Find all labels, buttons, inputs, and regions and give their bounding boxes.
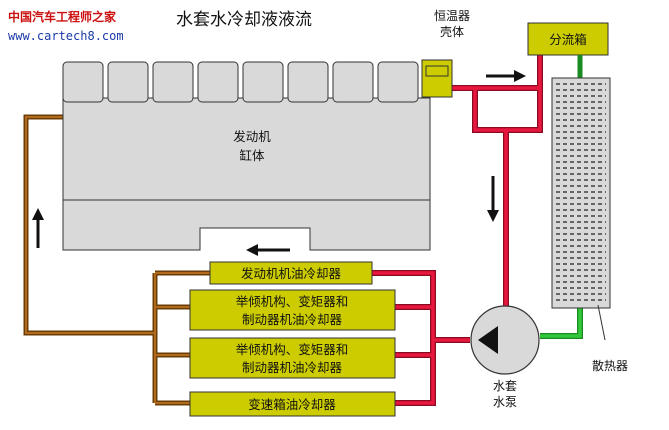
- cooler-2: 举倾机构、变矩器和 制动器机油冷却器: [189, 289, 396, 331]
- radiator: 散热器: [551, 77, 628, 373]
- flow-arrow-up: [32, 208, 44, 248]
- logo-url: www.cartech8.com: [8, 29, 124, 43]
- logo-text: 中国汽车工程师之家: [8, 9, 117, 24]
- return-pipe-inner: [25, 116, 210, 404]
- cool-pipe-inner: [540, 307, 582, 338]
- flow-arrow-left: [246, 244, 290, 256]
- diagram-title: 水套水冷却液液流: [176, 10, 312, 30]
- pump-label-line1: 水套: [493, 379, 517, 393]
- hot-pipes-inner: [372, 50, 542, 405]
- cooler-3-line1: 举倾机构、变矩器和: [236, 342, 349, 357]
- manifold: 分流箱: [527, 22, 609, 56]
- cooler-4-line1: 变速箱油冷却器: [248, 397, 336, 412]
- thermostat-housing: 恒温器 壳体: [421, 9, 470, 98]
- cylinder-heads: [62, 61, 419, 103]
- thermostat-label-line2: 壳体: [440, 25, 464, 39]
- flow-arrow-right: [486, 70, 526, 82]
- cooler-1-line1: 发动机机油冷却器: [241, 266, 342, 281]
- manifold-label: 分流箱: [549, 32, 587, 47]
- cooler-2-line2: 制动器机油冷却器: [242, 312, 343, 327]
- engine-label-line1: 发动机: [233, 129, 271, 144]
- engine-block: 发动机 缸体: [62, 61, 431, 251]
- cooler-3: 举倾机构、变矩器和 制动器机油冷却器: [189, 337, 396, 379]
- water-pump: 水套 水泵: [470, 305, 540, 409]
- thermostat-label-line1: 恒温器: [434, 9, 470, 23]
- cool-pipe: [540, 307, 583, 339]
- cooler-2-line1: 举倾机构、变矩器和: [236, 294, 349, 309]
- cooler-1: 发动机机油冷却器: [209, 261, 373, 285]
- cooler-3-line2: 制动器机油冷却器: [242, 360, 343, 375]
- cooler-4: 变速箱油冷却器: [189, 391, 396, 417]
- radiator-label: 散热器: [592, 358, 628, 373]
- pump-label-line2: 水泵: [493, 395, 517, 409]
- engine-label-line2: 缸体: [239, 148, 265, 163]
- flow-arrow-down: [487, 176, 499, 222]
